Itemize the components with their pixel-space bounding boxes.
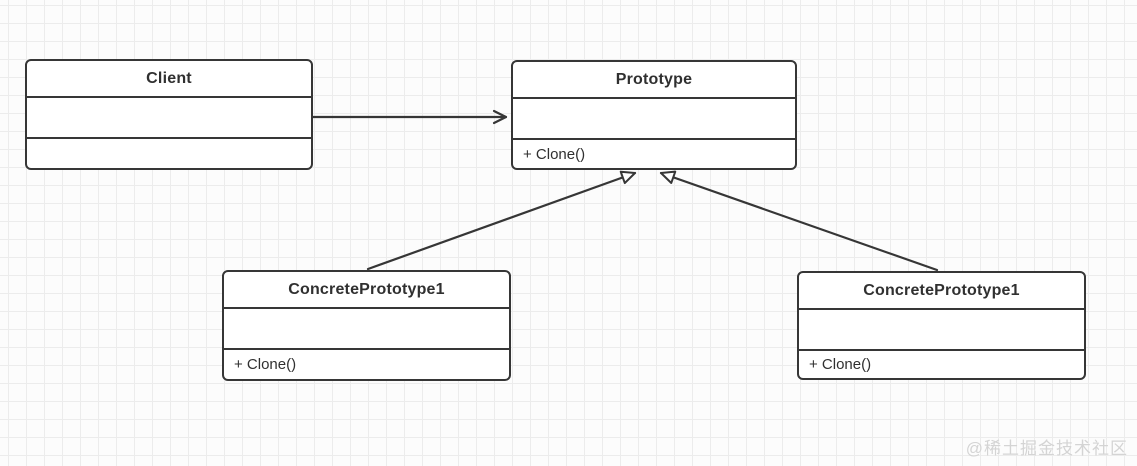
methods-compartment [27,137,311,168]
generalization-arrow-left [366,170,637,271]
class-box-concrete-prototype-right: ConcretePrototype1 + Clone() [797,271,1086,380]
class-title: Prototype [615,70,693,88]
attributes-compartment [224,307,509,348]
class-box-concrete-prototype-left: ConcretePrototype1 + Clone() [222,270,511,381]
generalization-arrow-right [659,170,939,272]
methods-compartment: + Clone() [513,138,795,168]
class-title: ConcretePrototype1 [288,280,445,298]
class-title: Client [146,69,192,87]
class-box-prototype: Prototype + Clone() [511,60,797,170]
class-title: ConcretePrototype1 [863,281,1020,299]
attributes-compartment [27,96,311,137]
watermark-text: @稀土掘金技术社区 [965,439,1128,458]
methods-compartment: + Clone() [224,348,509,379]
attributes-compartment [513,97,795,138]
methods-compartment: + Clone() [799,349,1084,378]
attributes-compartment [799,308,1084,349]
class-box-client: Client [25,59,313,170]
